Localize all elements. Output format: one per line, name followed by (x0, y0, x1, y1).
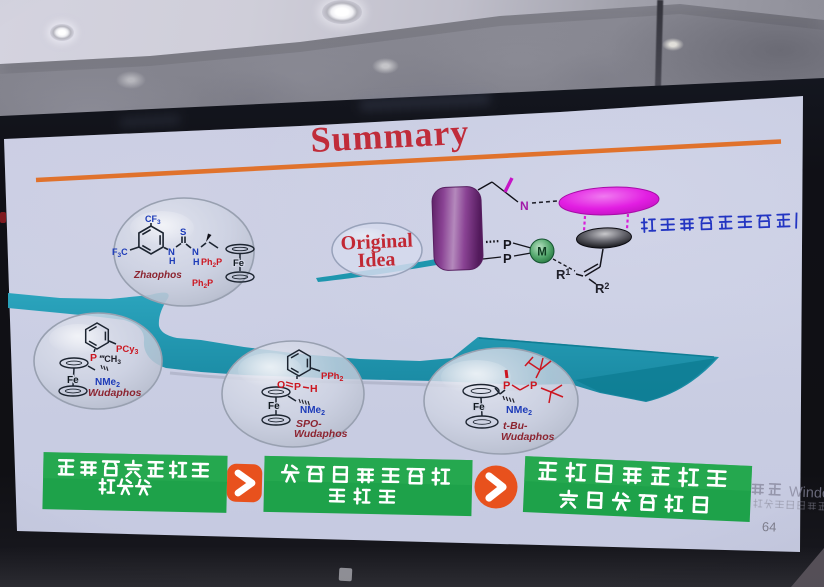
svg-text:t-Bu-: t-Bu- (503, 420, 528, 432)
svg-text:P: P (503, 380, 510, 392)
svg-text:Wudaphos: Wudaphos (501, 431, 555, 443)
svg-text:N: N (192, 247, 199, 258)
svg-text:Ph2P: Ph2P (201, 257, 222, 269)
svg-text:Fe: Fe (473, 402, 485, 413)
svg-text:P: P (503, 251, 512, 266)
svg-text:F3C: F3C (112, 247, 128, 259)
svg-text:Summary: Summary (309, 112, 470, 160)
svg-text:P: P (503, 237, 512, 252)
svg-text:SPO-: SPO- (296, 418, 322, 430)
svg-text:O: O (277, 379, 285, 391)
svg-text:R1: R1 (556, 267, 570, 282)
svg-text:M: M (537, 247, 547, 259)
svg-text:P: P (530, 380, 537, 392)
svg-text:H: H (169, 256, 176, 266)
svg-text:Zhaophos: Zhaophos (133, 270, 182, 281)
svg-text:Ph2P: Ph2P (192, 278, 213, 290)
svg-text:Fe: Fe (268, 401, 280, 412)
svg-text:‴CH3: ‴CH3 (99, 354, 121, 366)
svg-text:PPh2: PPh2 (321, 371, 343, 383)
svg-text:H: H (193, 257, 200, 267)
svg-text:Fe: Fe (233, 258, 244, 269)
svg-text:Wudaphos: Wudaphos (88, 387, 142, 399)
svg-text:S: S (180, 227, 186, 238)
svg-text:NMe2: NMe2 (506, 404, 532, 417)
svg-text:Wudaphos: Wudaphos (294, 428, 348, 440)
svg-text:R2: R2 (595, 281, 609, 296)
svg-text:Windo: Windo (789, 484, 824, 502)
svg-text:Fe: Fe (67, 375, 79, 386)
svg-text:NMe2: NMe2 (95, 377, 120, 389)
svg-text:NMe2: NMe2 (300, 405, 325, 417)
svg-text:64: 64 (762, 519, 777, 535)
svg-text:H: H (310, 383, 318, 395)
svg-text:PCy3: PCy3 (116, 344, 138, 356)
svg-text:P: P (294, 381, 301, 393)
svg-text:Original: Original (340, 230, 414, 255)
svg-text:N: N (168, 247, 175, 258)
svg-text:N: N (520, 199, 529, 213)
svg-text:Idea: Idea (357, 248, 396, 272)
svg-text:P: P (90, 352, 97, 364)
